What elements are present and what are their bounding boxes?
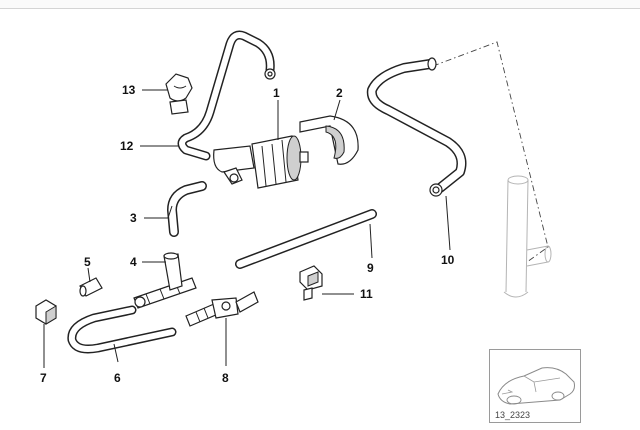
clamp-11 xyxy=(299,265,323,301)
lead-9 xyxy=(369,223,373,259)
hose-3 xyxy=(167,181,207,237)
callout-3: 3 xyxy=(130,211,137,225)
hose-10 xyxy=(366,57,467,197)
clip-13 xyxy=(165,73,193,115)
callout-5: 5 xyxy=(84,255,91,269)
lead-5 xyxy=(87,267,91,283)
callout-1: 1 xyxy=(273,86,280,100)
washer-pump-1 xyxy=(213,135,309,189)
callout-11: 11 xyxy=(360,287,373,301)
callout-4: 4 xyxy=(130,255,137,269)
lead-3 xyxy=(144,205,173,219)
clip-7 xyxy=(35,299,57,325)
callout-7: 7 xyxy=(40,371,47,385)
callout-2: 2 xyxy=(336,86,343,100)
hose-6 xyxy=(67,305,177,354)
vehicle-reference-thumbnail xyxy=(489,349,581,423)
lead-6 xyxy=(113,343,119,363)
callout-12: 12 xyxy=(120,139,134,153)
connector-5 xyxy=(79,277,103,297)
tee-connector-4 xyxy=(133,252,197,309)
check-valve-8 xyxy=(185,291,259,327)
hose-12 xyxy=(177,30,276,161)
diagram-reference-code: 13_2323 xyxy=(495,410,531,420)
lead-2 xyxy=(333,99,341,121)
ghost-tee-pipe xyxy=(503,175,552,298)
lead-10 xyxy=(445,195,451,251)
reference-dash-line xyxy=(432,41,549,263)
callout-6: 6 xyxy=(114,371,121,385)
callout-9: 9 xyxy=(367,261,374,275)
callout-8: 8 xyxy=(222,371,229,385)
callout-13: 13 xyxy=(122,83,136,97)
callout-10: 10 xyxy=(441,253,455,267)
car-outline-icon xyxy=(497,367,575,405)
pump-holder-2 xyxy=(299,115,359,165)
top-divider xyxy=(0,0,640,9)
hose-9 xyxy=(235,209,377,269)
